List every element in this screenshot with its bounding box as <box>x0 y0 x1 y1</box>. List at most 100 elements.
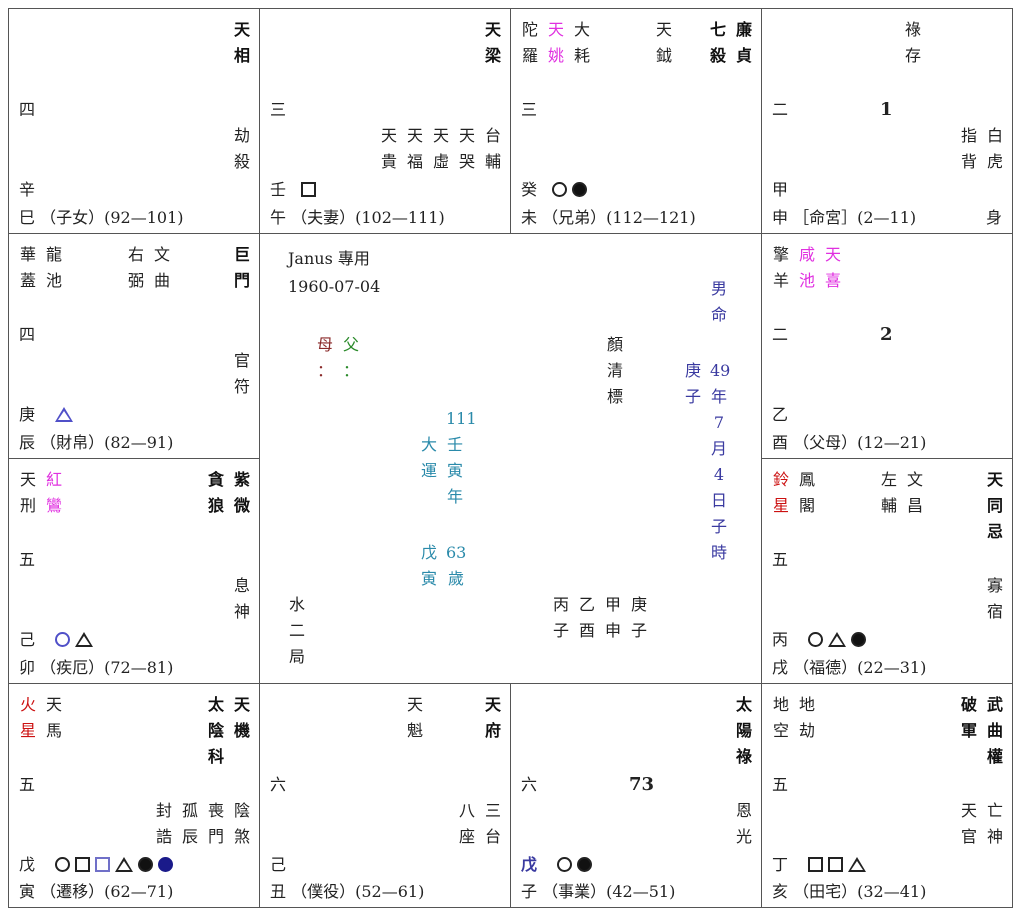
dayun-number: 111 <box>446 409 477 428</box>
major-star: 紫微 <box>233 470 250 515</box>
major-star: 貪狼 <box>207 470 224 515</box>
age-number: 63 <box>446 543 467 562</box>
gong-number: 三 <box>270 100 287 119</box>
age-char: 歲 <box>448 569 465 588</box>
minor-star: 華蓋 <box>19 245 36 290</box>
gong-number: 五 <box>772 550 789 569</box>
palace-label: 酉 （父母）(12—21) <box>772 433 927 452</box>
major-star: 破軍 <box>960 695 977 740</box>
major-star: 七殺 <box>709 20 726 65</box>
palace-wu: 天梁 三 台輔 天哭 天虛 天福 天貴 壬 午 （夫妻）(102—111) <box>259 8 511 234</box>
major-star: 武曲權 <box>986 695 1003 766</box>
heavenly-stem-with-marks: 丁 <box>772 852 871 878</box>
minor-star: 天馬 <box>45 695 62 740</box>
circle-icon <box>808 632 824 647</box>
dayun-label: 大運 <box>420 435 437 480</box>
minor-star: 右弼 <box>127 245 144 290</box>
birth-date: 1960-07-04 <box>288 277 381 296</box>
heavenly-stem-with-marks: 庚 <box>19 402 78 428</box>
minor-star: 大耗 <box>573 20 590 65</box>
palace-mao: 天刑 紅鸞 紫微 貪狼 五 息神 己 卯 （疾厄）(72—81) <box>8 458 260 684</box>
shensha: 三台 <box>484 801 501 846</box>
gong-number: 六 <box>521 775 538 794</box>
square-icon <box>828 857 844 872</box>
shensha: 劫殺 <box>233 126 250 171</box>
filled-circle-icon <box>572 182 588 197</box>
heavenly-stem: 己 <box>270 855 287 874</box>
minor-star: 地空 <box>772 695 789 740</box>
minor-star: 祿存 <box>904 20 921 65</box>
filled-circle-icon <box>851 632 867 647</box>
major-star: 天機 <box>233 695 250 740</box>
shensha: 息神 <box>233 576 250 621</box>
minor-star: 天魁 <box>406 695 423 740</box>
age-ganzhi: 戊寅 <box>420 543 437 588</box>
pillar: 庚子 <box>630 595 647 640</box>
palace-label: 午 （夫妻）(102—111) <box>270 208 445 227</box>
triangle-icon <box>75 632 94 647</box>
minor-star: 天福 <box>406 126 423 171</box>
dayun-year: 壬寅年 <box>446 435 463 506</box>
palace-label: 寅 （遷移）(62—71) <box>19 882 174 901</box>
pillar: 甲申 <box>604 595 621 640</box>
shensha: 喪門 <box>207 801 224 846</box>
shensha: 孤辰 <box>181 801 198 846</box>
minor-star: 咸池 <box>798 245 815 290</box>
shensha: 指背 <box>960 126 977 171</box>
minor-star: 左輔 <box>880 470 897 515</box>
triangle-icon <box>55 407 74 422</box>
birth-year-gz: 庚子 <box>684 361 701 406</box>
palace-chen: 華蓋 龍池 右弼 文曲 巨門 四 官符 庚 辰 （財帛）(82—91) <box>8 233 260 459</box>
pillar: 乙酉 <box>578 595 595 640</box>
gong-number: 五 <box>19 550 36 569</box>
shensha: 天官 <box>960 801 977 846</box>
palace-label: 辰 （財帛）(82—91) <box>19 433 174 452</box>
palace-label: 戌 （福德）(22—31) <box>772 658 927 677</box>
minor-star: 台輔 <box>484 126 501 171</box>
shen-marker: 身 <box>985 208 1002 227</box>
palace-label: 亥 （田宅）(32—41) <box>772 882 927 901</box>
palace-label: 巳 （子女）(92—101) <box>19 208 184 227</box>
minor-star: 天貴 <box>380 126 397 171</box>
heavenly-stem: 辛 <box>19 180 36 199</box>
shensha: 恩光 <box>735 801 752 846</box>
minor-star: 龍池 <box>45 245 62 290</box>
shensha: 八座 <box>458 801 475 846</box>
heavenly-stem-with-marks: 丙 <box>772 627 871 653</box>
major-star: 天相 <box>233 20 250 65</box>
square-icon <box>95 857 111 872</box>
circle-icon <box>557 857 573 872</box>
major-star: 巨門 <box>233 245 250 290</box>
minor-star: 陀羅 <box>521 20 538 65</box>
heavenly-stem-with-marks: 壬 <box>270 177 321 203</box>
palace-hai: 地空 地劫 武曲權 破軍 五 亡神 天官 丁 亥 （田宅）(32—41) <box>761 683 1013 908</box>
filled-circle-icon <box>138 857 154 872</box>
circle-icon <box>55 857 71 872</box>
minor-star: 天刑 <box>19 470 36 515</box>
circle-icon <box>552 182 568 197</box>
square-icon <box>75 857 91 872</box>
shensha: 亡神 <box>986 801 1003 846</box>
palace-label: 未 （兄弟）(112—121) <box>521 208 696 227</box>
minor-star: 火星 <box>19 695 36 740</box>
shensha: 陰煞 <box>233 801 250 846</box>
palace-label: 卯 （疾厄）(72—81) <box>19 658 174 677</box>
square-icon <box>301 182 317 197</box>
palace-shen: 祿存 二 1 白虎 指背 甲 申 ［命宮］(2—11) 身 <box>761 8 1013 234</box>
gong-number: 三 <box>521 100 538 119</box>
gong-number: 四 <box>19 325 36 344</box>
minor-star: 天虛 <box>432 126 449 171</box>
palace-zi: 太陽祿 六 73 恩光 戊 子 （事業）(42—51) <box>510 683 762 908</box>
triangle-icon <box>828 632 847 647</box>
filled-circle-icon <box>577 857 593 872</box>
filled-circle-icon <box>158 857 174 872</box>
minor-star: 紅鸞 <box>45 470 62 515</box>
shensha: 封誥 <box>155 801 172 846</box>
gong-number: 二 <box>772 100 789 119</box>
minor-star: 鳳閣 <box>798 470 815 515</box>
minor-star: 天哭 <box>458 126 475 171</box>
triangle-icon <box>115 857 134 872</box>
gong-number: 六 <box>270 775 287 794</box>
father-label: 父： <box>342 335 359 380</box>
